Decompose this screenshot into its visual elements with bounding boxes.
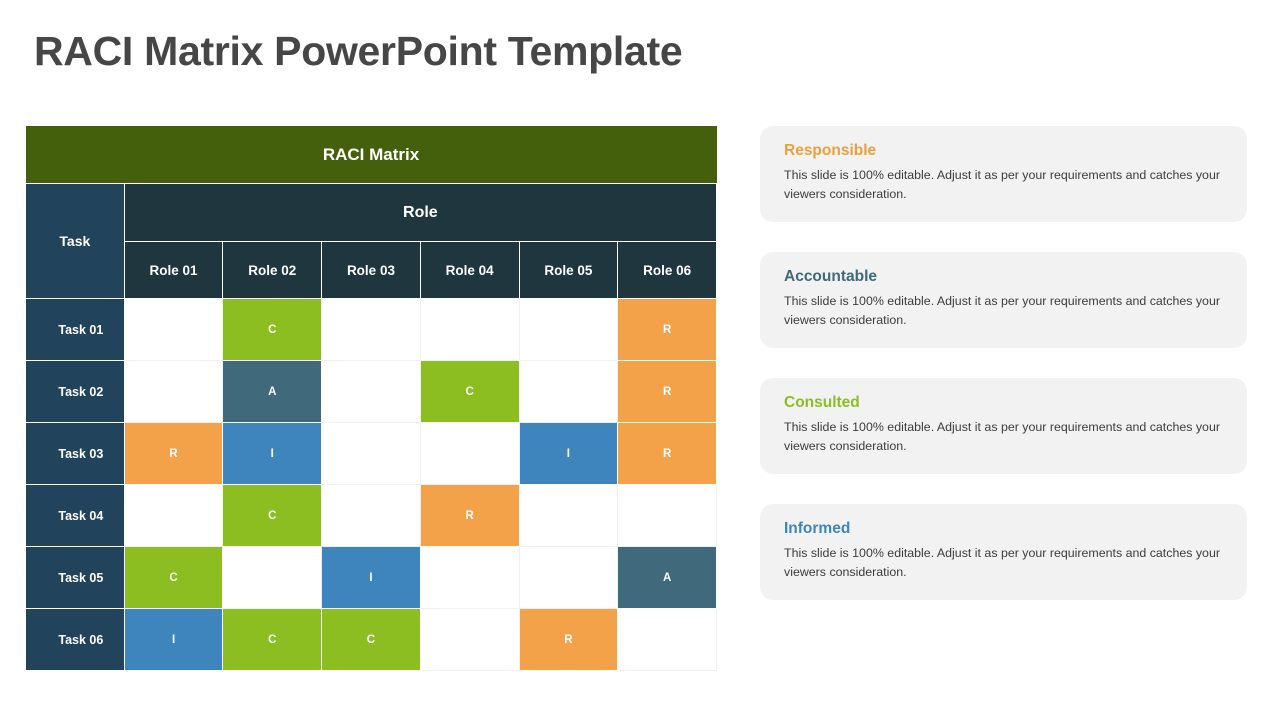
- matrix-banner-row: RACI Matrix: [25, 126, 717, 184]
- matrix-cell-r2-c5[interactable]: [518, 360, 619, 423]
- matrix-cell-r4-c3[interactable]: [321, 484, 421, 547]
- legend-card-body: This slide is 100% editable. Adjust it a…: [784, 420, 1220, 454]
- matrix-cell-r3-c4[interactable]: [419, 422, 520, 485]
- matrix-cell-r3-c2[interactable]: I: [222, 422, 323, 485]
- task-label-2: Task 02: [25, 360, 125, 423]
- legend-card-body: This slide is 100% editable. Adjust it a…: [784, 168, 1220, 202]
- matrix-cell-r1-c5[interactable]: [518, 298, 619, 361]
- matrix-cell-r5-c4[interactable]: [419, 546, 520, 609]
- matrix-header-row-1: Task Role: [25, 183, 718, 299]
- task-label-4: Task 04: [25, 484, 125, 547]
- matrix-cell-r2-c1[interactable]: [123, 360, 224, 423]
- matrix-cell-r3-c1[interactable]: R: [123, 422, 224, 485]
- task-label-5: Task 05: [25, 546, 125, 609]
- legend-card-title: Consulted: [784, 394, 860, 411]
- task-label-6: Task 06: [25, 608, 125, 671]
- role-group-header: Role: [123, 183, 718, 242]
- matrix-cell-r5-c2[interactable]: [222, 546, 323, 609]
- role-column-header-6: Role 06: [617, 241, 717, 299]
- matrix-row: Task 02 A C R: [25, 360, 717, 423]
- matrix-cell-r2-c2[interactable]: A: [222, 360, 323, 423]
- role-column-header-4: Role 04: [419, 241, 520, 299]
- page-title: RACI Matrix PowerPoint Template: [34, 28, 683, 74]
- matrix-cell-r5-c1[interactable]: C: [123, 546, 224, 609]
- legend-card-title: Accountable: [784, 268, 878, 285]
- matrix-cell-r2-c4[interactable]: C: [419, 360, 520, 423]
- matrix-cell-r5-c5[interactable]: [518, 546, 619, 609]
- matrix-cell-r4-c5[interactable]: [518, 484, 619, 547]
- legend-card-body: This slide is 100% editable. Adjust it a…: [784, 294, 1220, 328]
- role-column-header-5: Role 05: [518, 241, 619, 299]
- matrix-cell-r1-c3[interactable]: [321, 298, 421, 361]
- legend-card-title: Responsible: [784, 142, 877, 159]
- matrix-cell-r1-c2[interactable]: C: [222, 298, 323, 361]
- matrix-row: Task 01 C R: [25, 298, 717, 361]
- matrix-cell-r4-c2[interactable]: C: [222, 484, 323, 547]
- role-column-header-2: Role 02: [222, 241, 323, 299]
- matrix-cell-r3-c3[interactable]: [321, 422, 421, 485]
- legend-card-body: This slide is 100% editable. Adjust it a…: [784, 546, 1220, 580]
- matrix-cell-r5-c6[interactable]: A: [617, 546, 717, 609]
- matrix-cell-r4-c1[interactable]: [123, 484, 224, 547]
- task-column-header: Task: [25, 183, 125, 299]
- matrix-row: Task 04 C R: [25, 484, 717, 547]
- role-column-header-3: Role 03: [321, 241, 421, 299]
- legend-card-title: Informed: [784, 520, 851, 537]
- matrix-cell-r2-c6[interactable]: R: [617, 360, 717, 423]
- matrix-cell-r1-c4[interactable]: [419, 298, 520, 361]
- matrix-cell-r6-c4[interactable]: [419, 608, 520, 671]
- matrix-cell-r2-c3[interactable]: [321, 360, 421, 423]
- matrix-cell-r6-c2[interactable]: C: [222, 608, 323, 671]
- matrix-cell-r6-c3[interactable]: C: [321, 608, 421, 671]
- matrix-cell-r3-c5[interactable]: I: [518, 422, 619, 485]
- matrix-cell-r4-c6[interactable]: [617, 484, 717, 547]
- matrix-cell-r1-c1[interactable]: [123, 298, 224, 361]
- matrix-cell-r6-c5[interactable]: R: [518, 608, 619, 671]
- matrix-cell-r3-c6[interactable]: R: [617, 422, 717, 485]
- matrix-cell-r5-c3[interactable]: I: [321, 546, 421, 609]
- matrix-banner-title: RACI Matrix: [25, 126, 717, 184]
- matrix-cell-r1-c6[interactable]: R: [617, 298, 717, 361]
- role-column-header-1: Role 01: [123, 241, 224, 299]
- matrix-cell-r6-c6[interactable]: [617, 608, 717, 671]
- task-label-1: Task 01: [25, 298, 125, 361]
- matrix-cell-r6-c1[interactable]: I: [123, 608, 224, 671]
- matrix-cell-r4-c4[interactable]: R: [419, 484, 520, 547]
- task-label-3: Task 03: [25, 422, 125, 485]
